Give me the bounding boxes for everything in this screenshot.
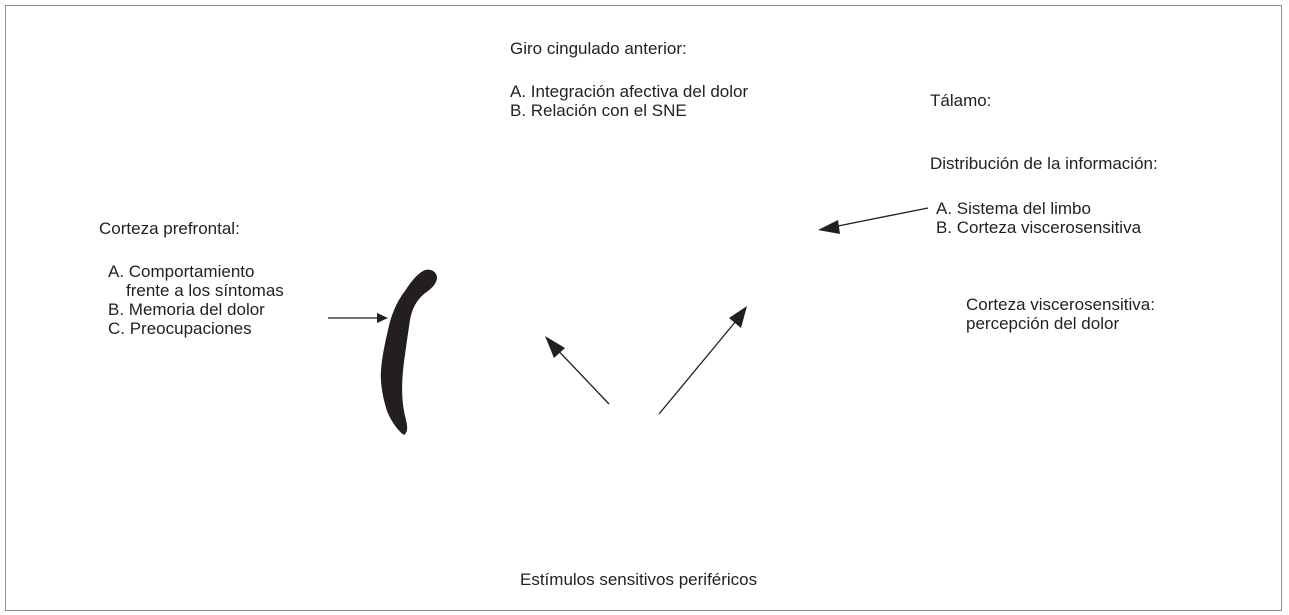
arrowhead-limbo: [818, 220, 840, 234]
giro-item-b: B. Relación con el SNE: [510, 101, 687, 120]
arrow-to-giro: [550, 342, 610, 405]
arrowhead-giro: [545, 336, 565, 358]
talamo-item-a: A. Sistema del limbo: [936, 199, 1091, 218]
arrow-to-talamo: [658, 314, 742, 415]
prefrontal-item-a-line2: frente a los síntomas: [126, 281, 284, 300]
viscerosensitiva-line2: percepción del dolor: [966, 314, 1120, 333]
viscerosensitiva-line1: Corteza viscerosensitiva:: [966, 295, 1155, 314]
estimulos-label: Estímulos sensitivos periféricos: [520, 570, 758, 589]
arrow-limbo: [827, 207, 929, 229]
prefrontal-title: Corteza prefrontal:: [99, 219, 240, 238]
prefrontal-item-b: B. Memoria del dolor: [108, 300, 265, 319]
brain-structure-shape: [380, 269, 437, 435]
giro-item-a: A. Integración afectiva del dolor: [510, 82, 749, 101]
talamo-subtitle: Distribución de la información:: [930, 154, 1158, 173]
talamo-item-b: B. Corteza viscerosensitiva: [936, 218, 1142, 237]
arrowhead-memoria: [377, 313, 388, 323]
prefrontal-item-a-line1: A. Comportamiento: [108, 262, 255, 281]
arrowhead-talamo: [729, 306, 747, 328]
prefrontal-item-c: C. Preocupaciones: [108, 319, 252, 338]
talamo-title: Tálamo:: [930, 91, 992, 110]
diagram-frame: [5, 5, 1282, 611]
giro-title: Giro cingulado anterior:: [510, 39, 687, 58]
